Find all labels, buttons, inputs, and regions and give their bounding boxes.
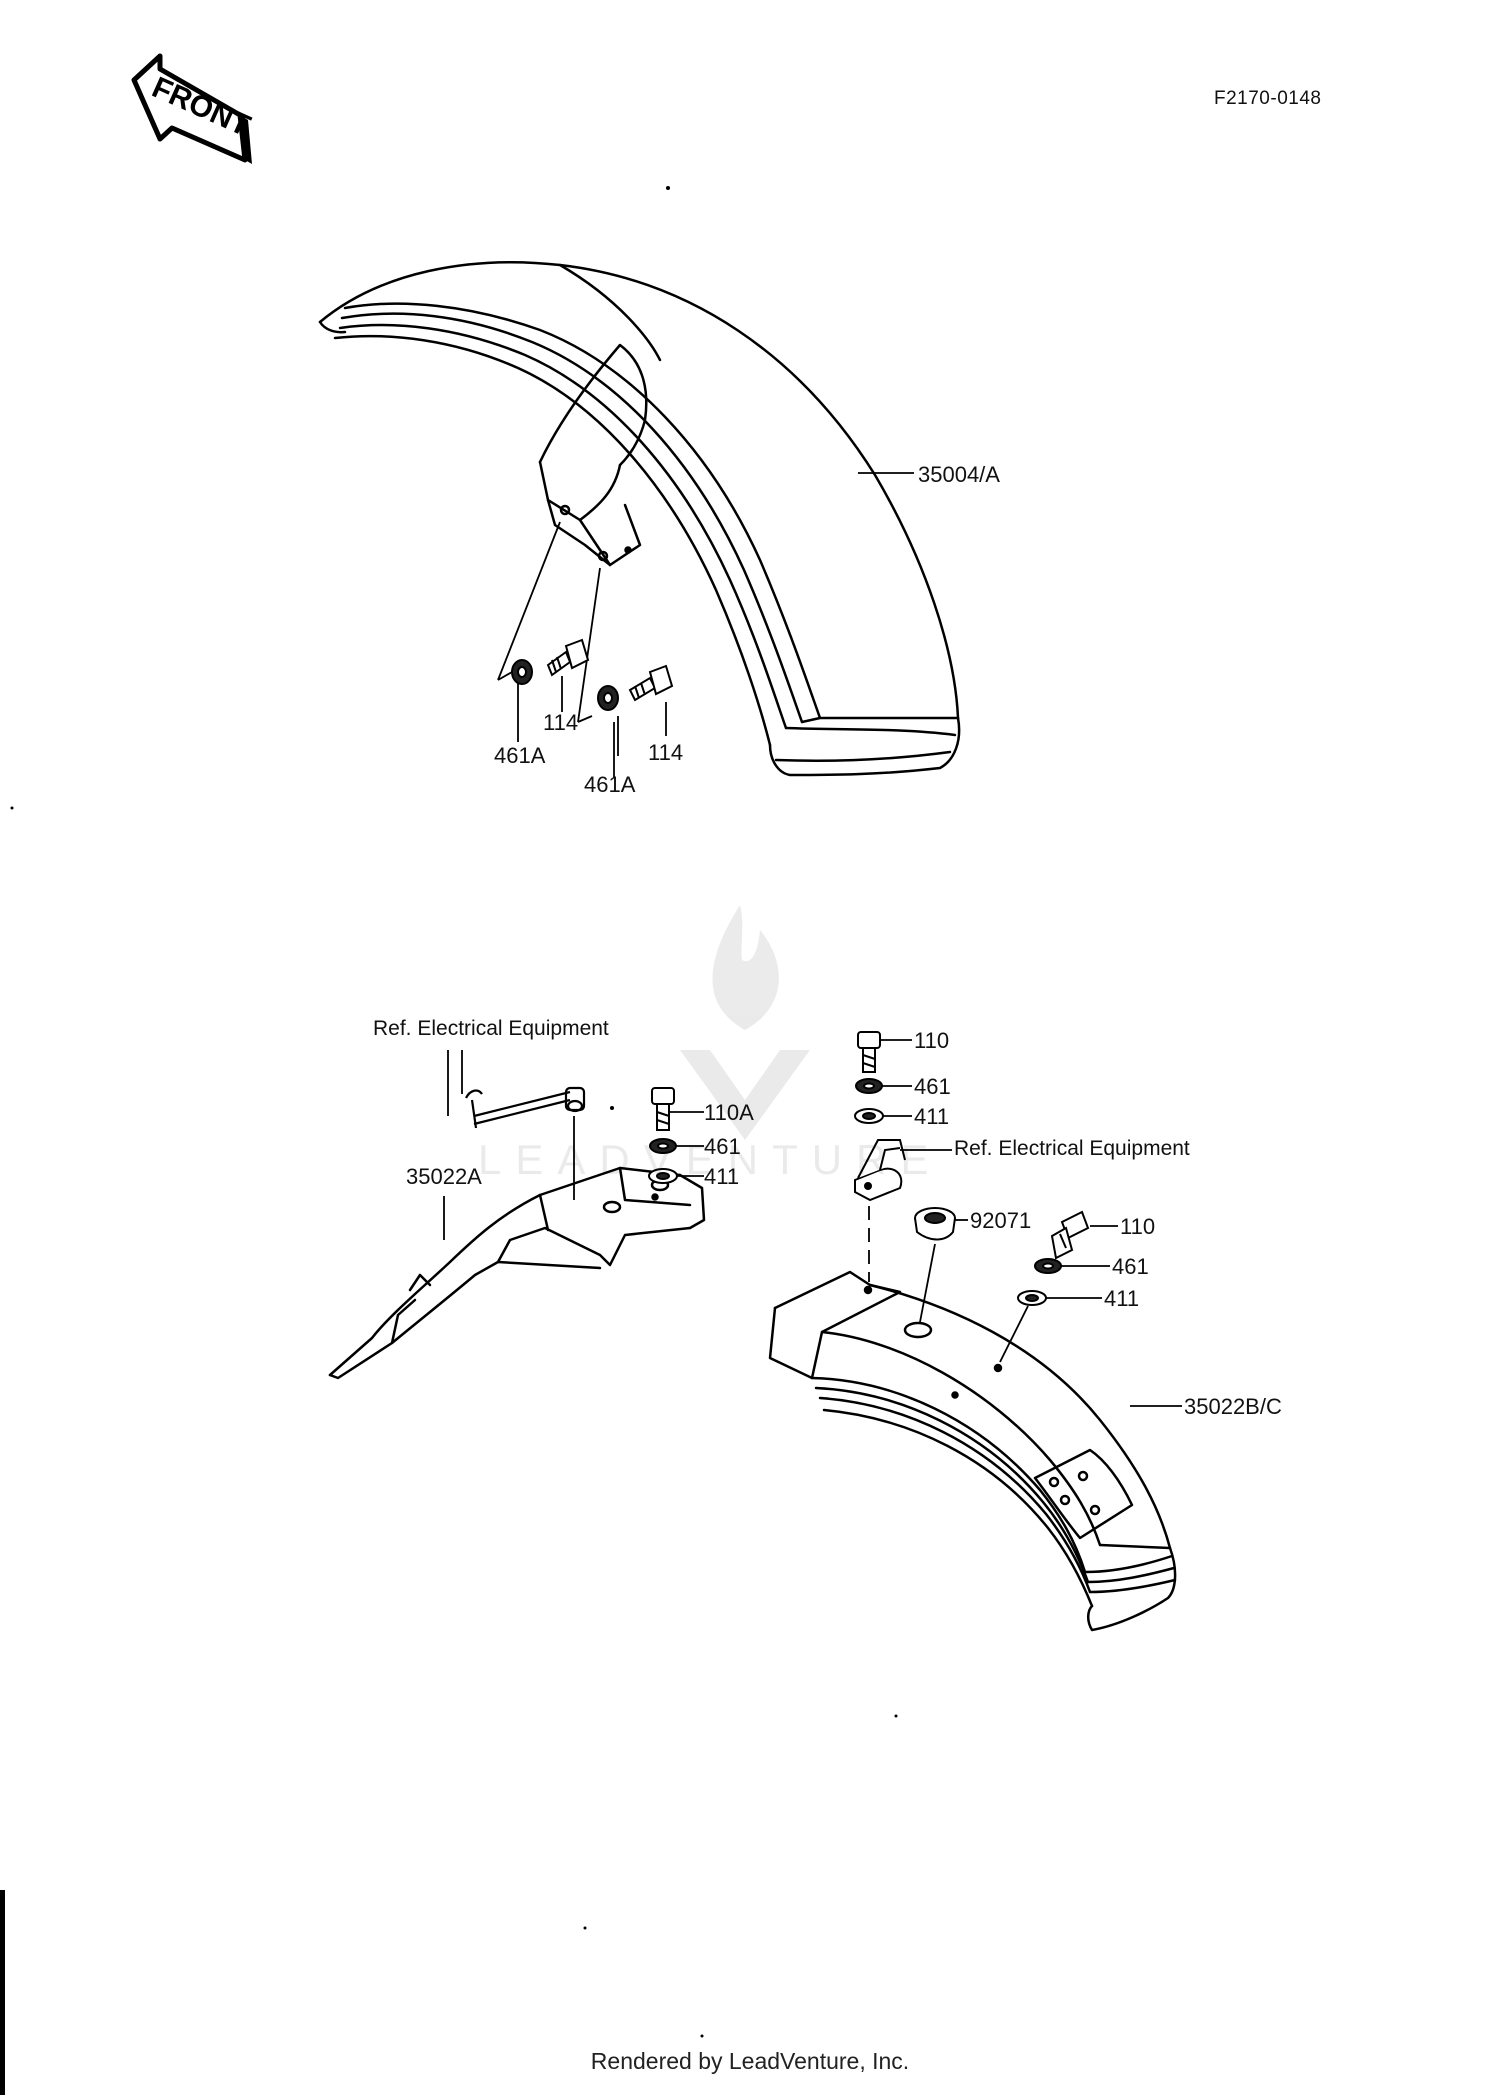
callout-411-left: 411	[704, 1164, 740, 1189]
callout-35022bc: 35022B/C	[1184, 1394, 1282, 1419]
front-fender-hardware	[511, 638, 674, 711]
callout-110-right: 110	[1120, 1214, 1156, 1239]
front-fender-leaders	[497, 472, 914, 778]
bolt-114-left-icon	[546, 638, 590, 677]
bolt-114-right-icon	[628, 664, 674, 702]
callout-ref-electrical-right: Ref. Electrical Equipment	[954, 1137, 1190, 1160]
diagram-code: F2170-0148	[1214, 88, 1322, 109]
grommet-92071-icon	[914, 1207, 956, 1241]
rear-fender	[768, 1270, 1177, 1632]
callout-461-right: 461	[1112, 1254, 1149, 1279]
callout-35004a: 35004/A	[918, 462, 1000, 487]
callout-35022a: 35022A	[406, 1164, 482, 1189]
right-leaders	[868, 1039, 1182, 1407]
wire-connector-left-icon	[465, 1086, 586, 1129]
front-fender	[318, 261, 961, 777]
left-stack-hardware	[648, 1087, 678, 1184]
callout-92071: 92071	[970, 1208, 1032, 1233]
callout-110-top: 110	[914, 1028, 950, 1053]
callout-114-right: 114	[648, 740, 684, 765]
bolt-110a-icon	[651, 1087, 675, 1131]
callout-461-top: 461	[914, 1074, 951, 1099]
callout-461a-left: 461A	[494, 743, 546, 768]
watermark-text: LEADVENTURE	[478, 1136, 943, 1183]
front-arrow-icon: FRONT	[131, 53, 255, 164]
rear-inner-flap	[328, 1166, 706, 1380]
watermark-logo	[680, 905, 810, 1140]
bolt-110-top-icon	[857, 1031, 881, 1073]
callout-411-right: 411	[1104, 1286, 1140, 1311]
scan-edge-bar	[0, 1890, 5, 2095]
callout-411-top: 411	[914, 1104, 950, 1129]
callout-461a-right: 461A	[584, 772, 636, 797]
bolt-110-right-icon	[1050, 1210, 1090, 1260]
right-hardware	[854, 1031, 1090, 1306]
footer-credit: Rendered by LeadVenture, Inc.	[590, 2048, 910, 2074]
callout-110a: 110A	[704, 1100, 754, 1125]
left-stack-leaders	[443, 1050, 704, 1240]
callout-ref-electrical-left: Ref. Electrical Equipment	[373, 1017, 609, 1040]
callout-114-left: 114	[543, 710, 579, 735]
callout-461-left: 461	[704, 1134, 741, 1159]
scan-specks	[10, 186, 898, 2038]
